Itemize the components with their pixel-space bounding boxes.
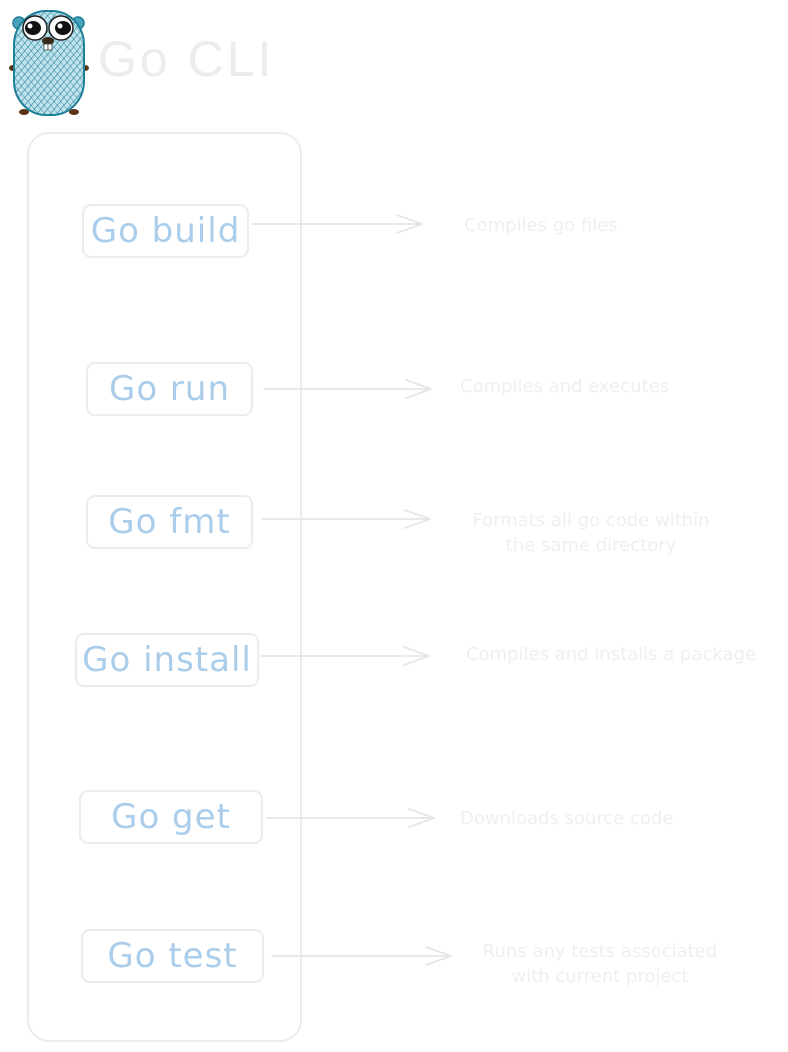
description-go-get: Downloads source code — [460, 808, 674, 829]
description-go-test: Runs any tests associated with current p… — [482, 941, 718, 987]
command-box-go-test[interactable]: Go test — [81, 929, 264, 983]
description-go-run: Compiles and executes — [460, 376, 670, 397]
command-box-go-install[interactable]: Go install — [75, 633, 259, 687]
command-box-go-build[interactable]: Go build — [82, 204, 249, 258]
description-go-fmt: Formats all go code within the same dire… — [472, 510, 710, 556]
command-box-go-run[interactable]: Go run — [86, 362, 253, 416]
command-box-go-get[interactable]: Go get — [79, 790, 263, 844]
commands-container — [27, 132, 302, 1042]
description-go-install: Compiles and installs a package — [466, 644, 757, 665]
gopher-mascot-icon — [9, 10, 89, 116]
description-go-build: Compiles go files — [464, 215, 618, 236]
command-box-go-fmt[interactable]: Go fmt — [86, 495, 253, 549]
page-title: Go CLI — [98, 31, 275, 87]
